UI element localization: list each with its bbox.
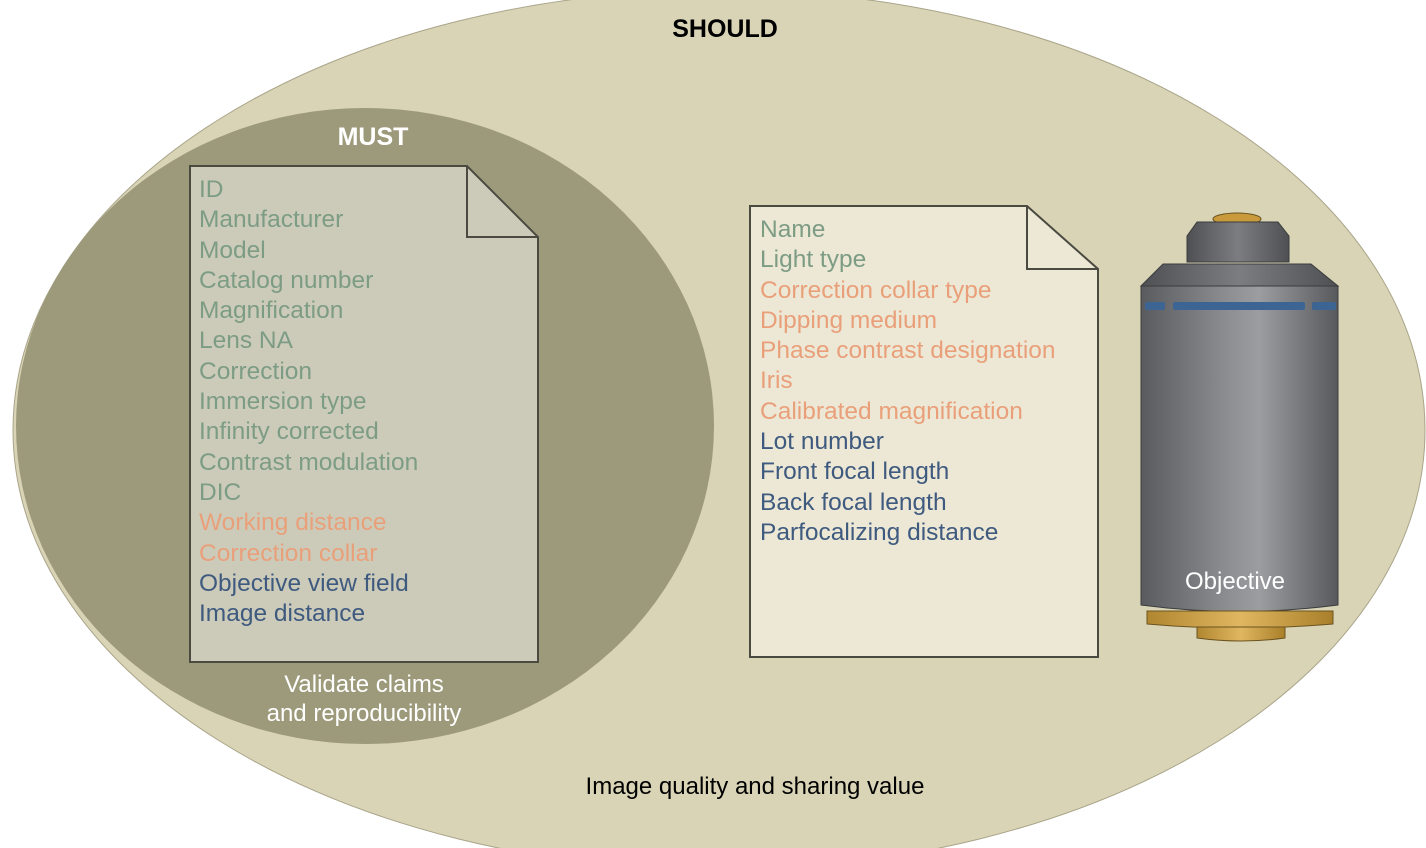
must-caption-line-2: and reproducibility	[266, 700, 462, 727]
attribute-item: Phase contrast designation	[760, 337, 1056, 365]
attribute-item: Model	[199, 236, 266, 264]
attribute-item: Correction	[199, 357, 313, 385]
attribute-item: Parfocalizing distance	[760, 518, 999, 546]
attribute-item: Image distance	[199, 600, 366, 628]
attribute-item: Objective view field	[199, 569, 409, 597]
attribute-item: Calibrated magnification	[760, 397, 1023, 425]
must-caption: Validate claims and reproducibility	[214, 670, 514, 728]
attribute-item: Catalog number	[199, 266, 374, 294]
attribute-item: Correction collar	[199, 539, 378, 567]
attribute-item: Working distance	[199, 509, 387, 537]
attribute-item: Lens NA	[199, 327, 293, 355]
should-caption: Image quality and sharing value	[585, 773, 925, 800]
attribute-item: Lot number	[760, 428, 884, 456]
should-document-fold	[1026, 206, 1098, 270]
attribute-item: Infinity corrected	[199, 418, 379, 446]
must-title: MUST	[337, 123, 409, 151]
attribute-item: Dipping medium	[760, 306, 938, 334]
attribute-item: DIC	[199, 478, 242, 506]
attribute-item: Immersion type	[199, 388, 367, 416]
objective-label: Objective	[1184, 568, 1286, 595]
should-document	[749, 205, 1099, 658]
attribute-item: ID	[199, 176, 224, 203]
attribute-item: Name	[760, 216, 826, 243]
should-title: SHOULD	[672, 15, 778, 43]
attribute-item: Front focal length	[760, 458, 950, 486]
must-caption-line-1: Validate claims	[284, 671, 444, 698]
attribute-item: Magnification	[199, 297, 344, 325]
attribute-item: Back focal length	[760, 488, 947, 516]
microscope-objective-icon	[1139, 212, 1340, 642]
must-document	[189, 165, 539, 663]
attribute-item: Iris	[760, 367, 793, 395]
attribute-item: Contrast modulation	[199, 448, 419, 476]
attribute-item: Manufacturer	[199, 206, 344, 234]
must-document-fold	[466, 166, 538, 238]
attribute-item: Correction collar type	[760, 276, 992, 304]
attribute-item: Light type	[760, 246, 867, 274]
